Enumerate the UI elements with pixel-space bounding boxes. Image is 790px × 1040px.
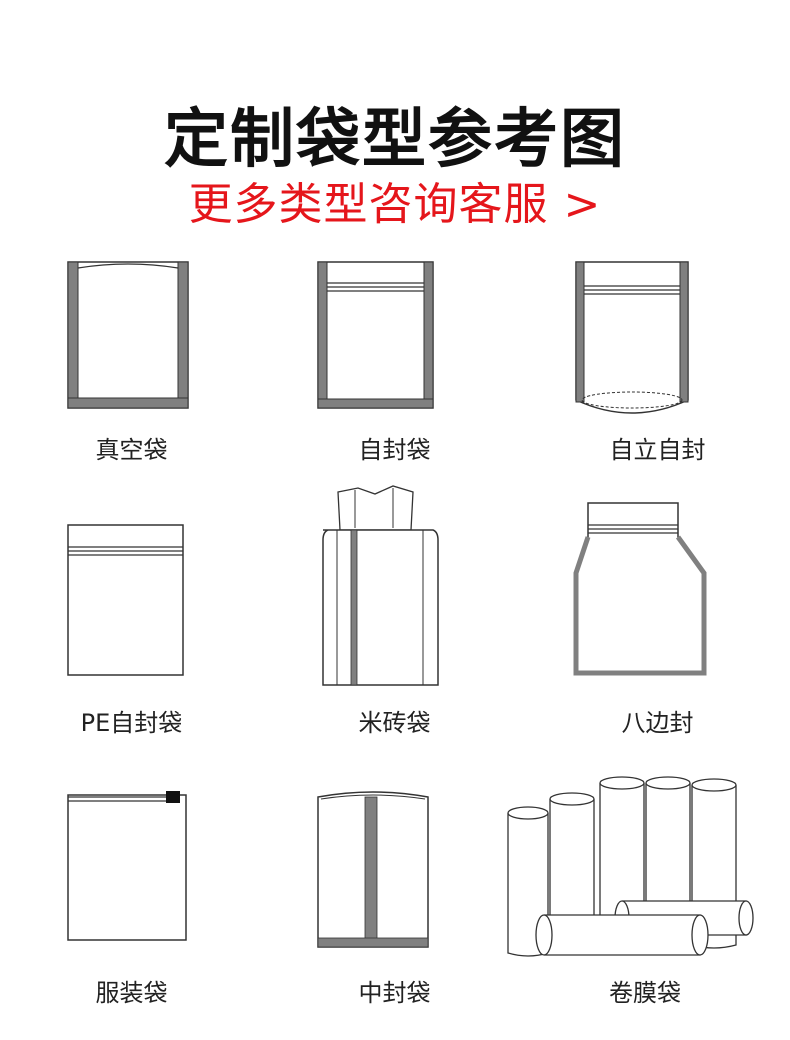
bag-label: 真空袋 (95, 436, 168, 464)
page-title: 定制袋型参考图 (164, 103, 626, 177)
bag-type-stand-up-ziplock: 自立自封 (526, 250, 789, 470)
bag-type-rice-brick: 米砖袋 (263, 480, 526, 745)
bag-type-pe-ziplock: PE自封袋 (0, 515, 263, 745)
bag-label: 自封袋 (358, 436, 431, 464)
bag-label: 卷膜袋 (609, 979, 681, 1007)
bag-type-vacuum: 真空袋 (0, 250, 263, 470)
roll-film-icon (507, 776, 754, 957)
bag-type-clothing: 服装袋 (0, 785, 263, 1007)
bag-type-center-seal: 中封袋 (263, 785, 526, 1007)
bag-label: 米砖袋 (358, 709, 431, 737)
rice-brick-bag-icon (322, 485, 439, 686)
ziplock-bag-icon (317, 261, 434, 409)
bag-label: 八边封 (621, 709, 694, 737)
bag-type-roll-film: 卷膜袋 (500, 775, 790, 1007)
vacuum-bag-icon (67, 261, 189, 409)
bag-type-ziplock: 自封袋 (263, 250, 526, 470)
center-seal-bag-icon (317, 791, 429, 948)
eight-side-seal-bag-icon (573, 502, 707, 676)
bag-type-eight-side-seal: 八边封 (526, 495, 789, 745)
bag-label: 中封袋 (358, 979, 431, 1007)
pe-ziplock-bag-icon (67, 524, 184, 676)
stand-up-ziplock-bag-icon (575, 261, 689, 414)
customer-service-link[interactable]: 更多类型咨询客服 > (188, 179, 602, 230)
bag-label: 服装袋 (95, 979, 168, 1007)
clothing-bag-icon (67, 791, 187, 941)
bag-label: 自立自封 (609, 436, 706, 464)
bag-label: PE自封袋 (80, 709, 183, 737)
